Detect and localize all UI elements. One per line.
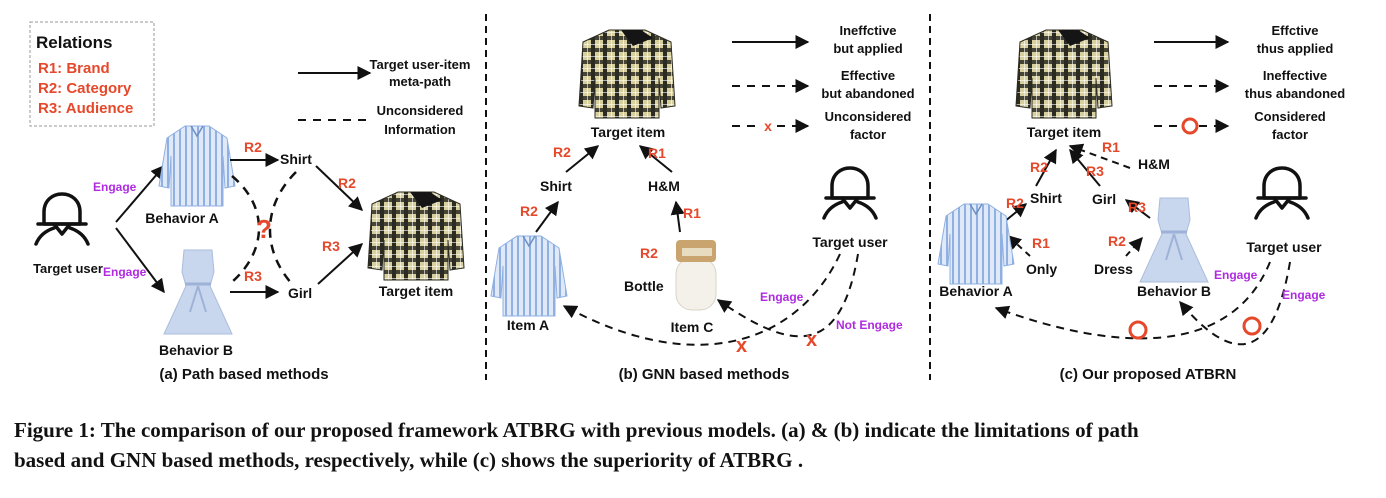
panel-c-target-item-label: Target item xyxy=(1027,124,1101,140)
panel-c-target-user-icon xyxy=(1254,166,1310,220)
panel-a-question-mark: ? xyxy=(256,214,272,244)
target-user-icon xyxy=(34,192,90,246)
panel-c-behavior-a-label: Behavior A xyxy=(939,283,1012,299)
solid-legend-line2: meta-path xyxy=(389,74,451,89)
legend-item-audience: R3: Audience xyxy=(38,100,133,117)
panel-a: Relations R1: Brand R2: Category R3: Aud… xyxy=(29,21,470,383)
panel-c-line-legend: Effctive thus applied Ineffective thus a… xyxy=(1154,23,1345,142)
item-a-shirt-image xyxy=(490,235,568,317)
panel-b-item-a-label: Item A xyxy=(507,317,549,333)
panel-a-behavior-b-label: Behavior B xyxy=(159,342,233,358)
legend-item-category: R2: Category xyxy=(38,80,132,97)
panel-c-target-item-image xyxy=(1015,29,1113,119)
dashed-legend-line2: Information xyxy=(384,122,456,137)
panel-c-dashed-legend-line2: thus abandoned xyxy=(1245,86,1345,101)
panel-c-r2-c: R2 xyxy=(1108,233,1126,249)
bottle-image xyxy=(675,239,717,311)
panel-c-considered-circle-1-icon xyxy=(1128,320,1148,340)
relations-legend: Relations R1: Brand R2: Category R3: Aud… xyxy=(29,21,155,127)
panel-c-dashed-legend-line1: Ineffective xyxy=(1263,68,1327,83)
panel-b-line-legend: Ineffctive but applied Effective but aba… xyxy=(732,23,915,142)
panel-b-target-item-image xyxy=(578,29,676,119)
panel-a-r3-right: R3 xyxy=(322,238,340,254)
panel-b-bottle-label: Bottle xyxy=(624,278,664,294)
panel-b-engage-label: Engage xyxy=(760,290,804,304)
panel-a-r2-right: R2 xyxy=(338,175,356,191)
panel-a-line-legend: Target user-item meta-path Unconsidered … xyxy=(298,57,470,137)
panel-a-girl-label: Girl xyxy=(288,285,312,301)
panel-a-r2-top: R2 xyxy=(244,139,262,155)
panel-c-girl-label: Girl xyxy=(1092,191,1116,207)
panel-c-caption: (c) Our proposed ATBRN xyxy=(1060,366,1237,383)
panel-c-behavior-a-shirt-image xyxy=(937,203,1015,285)
panel-b-item-c-label: Item C xyxy=(671,319,714,335)
panel-c-r1-a: R1 xyxy=(1102,139,1120,155)
panel-c-o-legend-line1: Considered xyxy=(1254,109,1326,124)
panel-b-caption: (b) GNN based methods xyxy=(619,366,790,383)
panel-b-r1-b: R1 xyxy=(683,205,701,221)
panel-b-solid-legend-line2: but applied xyxy=(833,41,902,56)
panel-a-engage-top: Engage xyxy=(93,180,137,194)
panel-b-r1-a: R1 xyxy=(648,145,666,161)
panel-a-target-user-label: Target user xyxy=(33,261,103,276)
panel-b-not-engage-label: Not Engage xyxy=(836,318,903,332)
legend-item-brand: R1: Brand xyxy=(38,60,110,77)
panel-c-dress-label: Dress xyxy=(1094,261,1133,277)
figure-caption-line1: Figure 1: The comparison of our proposed… xyxy=(14,418,1139,442)
panel-c-r2-a: R2 xyxy=(1030,159,1048,175)
dashed-legend-line1: Unconsidered xyxy=(377,103,464,118)
panel-b-r2-c: R2 xyxy=(640,245,658,261)
panel-c-engage-1: Engage xyxy=(1214,268,1258,282)
panel-b-target-user-icon xyxy=(822,166,878,220)
panel-a-behavior-a-label: Behavior A xyxy=(145,210,218,226)
panel-a-shirt-label: Shirt xyxy=(280,151,312,167)
panel-c-solid-legend-line2: thus applied xyxy=(1257,41,1334,56)
panel-c-r3-b: R3 xyxy=(1128,199,1146,215)
panel-b-target-item-label: Target item xyxy=(591,124,665,140)
panel-c-behavior-b-label: Behavior B xyxy=(1137,283,1211,299)
panel-c-hm-label: H&M xyxy=(1138,156,1170,172)
behavior-a-shirt-image xyxy=(158,125,236,207)
panel-a-target-item-image xyxy=(367,191,465,281)
panel-c: Target item Effctive thus applied Ineffe… xyxy=(937,23,1345,383)
panel-b-r2-b: R2 xyxy=(520,203,538,219)
panel-c-behavior-b-dress-image xyxy=(1138,196,1210,284)
panel-b-hm-label: H&M xyxy=(648,178,680,194)
panel-b: Target item Ineffctive but applied Effec… xyxy=(490,23,915,383)
panel-b-dashed-legend-line1: Effective xyxy=(841,68,895,83)
panel-c-target-user-label: Target user xyxy=(1246,239,1322,255)
panel-a-target-item-label: Target item xyxy=(379,283,453,299)
considered-factor-circle-icon xyxy=(1181,117,1199,135)
panel-b-x-legend-mark: x xyxy=(764,118,772,134)
panel-b-target-user-label: Target user xyxy=(812,234,888,250)
panel-c-only-label: Only xyxy=(1026,261,1057,277)
panel-b-dashed-legend-line2: but abandoned xyxy=(821,86,914,101)
panel-b-solid-legend-line1: Ineffctive xyxy=(839,23,896,38)
figure-caption-line2: based and GNN based methods, respectivel… xyxy=(14,448,803,472)
panel-a-caption: (a) Path based methods xyxy=(159,366,328,383)
panel-c-r2-b: R2 xyxy=(1006,195,1024,211)
legend-title: Relations xyxy=(36,33,113,52)
panel-a-engage-bottom: Engage xyxy=(103,265,147,279)
behavior-b-dress-image xyxy=(162,248,234,336)
panel-c-o-legend-line2: factor xyxy=(1272,127,1308,142)
panel-c-solid-legend-line1: Effctive xyxy=(1272,23,1319,38)
panel-b-x-legend-line1: Unconsidered xyxy=(825,109,912,124)
panel-b-x-mark-1: x xyxy=(736,335,747,357)
panel-b-x-legend-line2: factor xyxy=(850,127,886,142)
panel-b-x-mark-2: x xyxy=(806,329,817,351)
panel-b-r2-a: R2 xyxy=(553,144,571,160)
panel-c-r1-b: R1 xyxy=(1032,235,1050,251)
panel-c-engage-2: Engage xyxy=(1282,288,1326,302)
panel-c-shirt-label: Shirt xyxy=(1030,190,1062,206)
panel-b-shirt-label: Shirt xyxy=(540,178,572,194)
panel-a-r3-bottom: R3 xyxy=(244,268,262,284)
solid-legend-line1: Target user-item xyxy=(370,57,471,72)
panel-c-considered-circle-2-icon xyxy=(1242,316,1262,336)
panel-c-r3-a: R3 xyxy=(1086,163,1104,179)
